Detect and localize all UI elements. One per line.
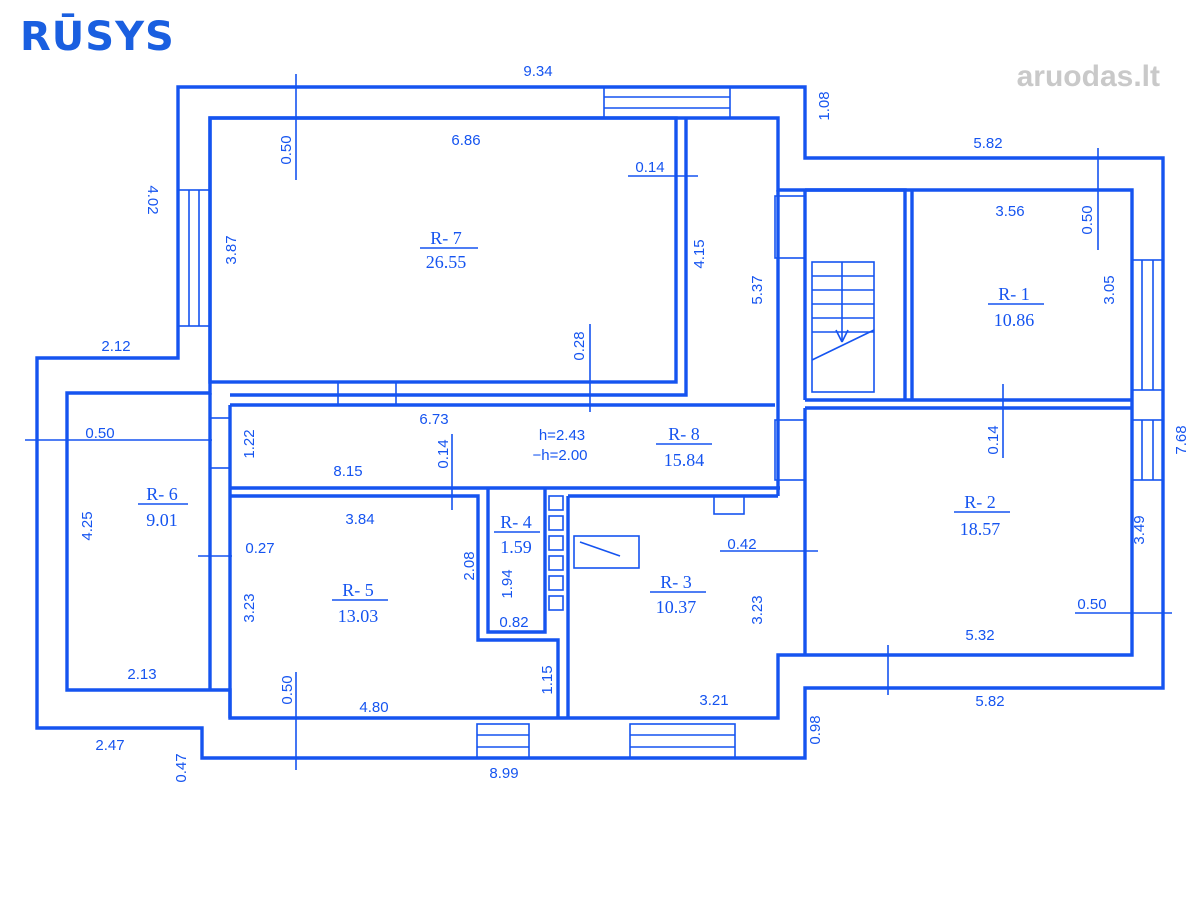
dim-bottom-right-step: 0.98 <box>807 715 824 744</box>
dim-stair-h: 5.37 <box>749 275 766 304</box>
height-label-2: −h=2.00 <box>532 447 587 464</box>
room-r8-id: R- 8 <box>668 424 700 444</box>
dim-r3-height: 3.23 <box>749 595 766 624</box>
dim-corr-len: 8.15 <box>333 463 362 480</box>
dim-r2-height: 3.49 <box>1131 515 1148 544</box>
dim-r4-height: 1.94 <box>499 569 516 598</box>
dim-left-upper: 4.02 <box>144 185 161 214</box>
dim-r3-width: 3.21 <box>699 692 728 709</box>
dim-r4-door: 1.15 <box>539 665 556 694</box>
dim-top-step: 1.08 <box>816 91 833 120</box>
dim-r5-side: 2.08 <box>461 551 478 580</box>
dim-right-top: 5.82 <box>973 135 1002 152</box>
room-r4-area: 1.59 <box>500 537 532 557</box>
dim-bottom-left: 2.47 <box>95 737 124 754</box>
dim-left-step: 2.12 <box>101 338 130 355</box>
dim-r6-height: 4.25 <box>79 511 96 540</box>
room-r5-area: 13.03 <box>338 606 379 626</box>
dim-r7-bottom-wall: 0.28 <box>571 331 588 360</box>
room-r3-id: R- 3 <box>660 572 692 592</box>
dim-r7-inner: 0.14 <box>635 159 664 176</box>
dim-r6-inner: 0.27 <box>245 540 274 557</box>
dim-r2-wall: 0.50 <box>1077 596 1106 613</box>
room-r4-id: R- 4 <box>500 512 532 532</box>
room-r6-area: 9.01 <box>146 510 178 530</box>
stairs <box>811 261 875 393</box>
dimension-lines <box>25 74 1172 770</box>
room-r8-area: 15.84 <box>664 450 705 470</box>
dim-corr-w: 6.73 <box>419 411 448 428</box>
height-label: h=2.43 <box>539 427 585 444</box>
room-r7-area: 26.55 <box>426 252 467 272</box>
room-labels: R- 7 26.55 R- 1 10.86 R- 8 15.84 R- 6 9.… <box>138 228 1044 626</box>
room-r7-id: R- 7 <box>430 228 462 248</box>
watermark-logo: aruodas.lt <box>1016 60 1160 93</box>
windows <box>177 86 1164 759</box>
dim-r6-width: 2.13 <box>127 666 156 683</box>
dim-corr-door: 1.22 <box>241 429 258 458</box>
room-r1-id: R- 1 <box>998 284 1030 304</box>
dim-r5-width: 3.84 <box>345 511 374 528</box>
room-r2-id: R- 2 <box>964 492 996 512</box>
room-r2-area: 18.57 <box>960 519 1001 539</box>
dim-r3-wall: 0.42 <box>727 536 756 553</box>
dim-r5-bottom: 4.80 <box>359 699 388 716</box>
room-r5-id: R- 5 <box>342 580 374 600</box>
dimension-texts: 9.34 5.82 6.86 0.14 3.56 2.12 0.50 6.73 … <box>85 63 1106 782</box>
dim-bottom-left-wall: 0.47 <box>173 753 190 782</box>
room-r1-area: 10.86 <box>994 310 1035 330</box>
fixtures <box>548 495 745 611</box>
dim-r7-right: 4.15 <box>691 239 708 268</box>
dim-r7-wall-top: 0.50 <box>278 135 295 164</box>
dim-bottom-total: 8.99 <box>489 765 518 782</box>
dim-r5-height: 3.23 <box>241 593 258 622</box>
dim-r1-width: 3.56 <box>995 203 1024 220</box>
dim-right-total: 7.68 <box>1173 425 1190 454</box>
room-r6-id: R- 6 <box>146 484 178 504</box>
dim-r5-wall: 0.50 <box>279 675 296 704</box>
dim-top-total: 9.34 <box>523 63 552 80</box>
dim-r1-height: 3.05 <box>1101 275 1118 304</box>
dimension-texts-vertical: 1.08 4.02 0.50 3.87 4.15 5.37 0.50 3.05 … <box>79 91 1190 782</box>
dim-r6-wall: 0.50 <box>85 425 114 442</box>
dim-r4-width: 0.82 <box>499 614 528 631</box>
outer-walls <box>35 85 1165 760</box>
dim-r2-wall-top: 0.14 <box>985 425 1002 454</box>
dim-r1-wall: 0.50 <box>1079 205 1096 234</box>
dim-r7-width: 6.86 <box>451 132 480 149</box>
dim-corr-wall: 0.14 <box>435 439 452 468</box>
dim-r2-width: 5.32 <box>965 627 994 644</box>
page-title: RŪSYS <box>20 14 175 60</box>
dim-r7-height: 3.87 <box>223 235 240 264</box>
room-r3-area: 10.37 <box>656 597 697 617</box>
dim-bottom-right: 5.82 <box>975 693 1004 710</box>
